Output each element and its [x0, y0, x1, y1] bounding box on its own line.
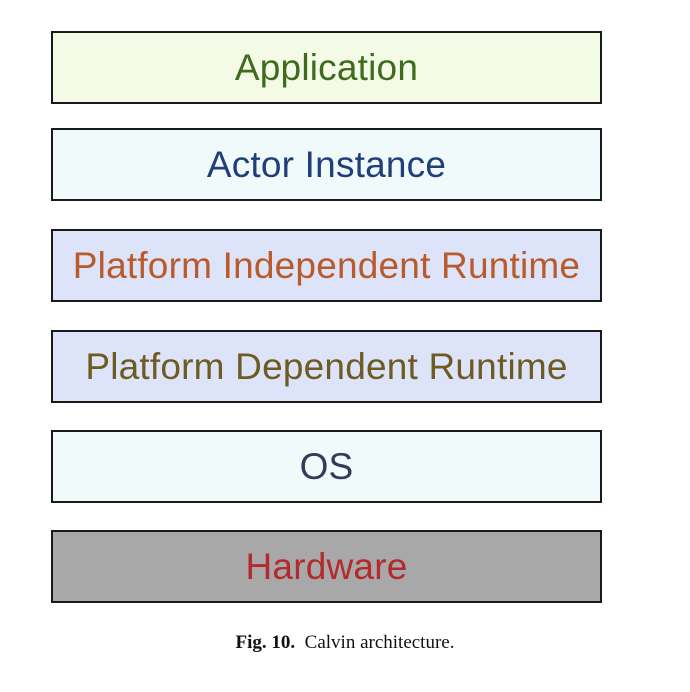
- layer-os: OS: [51, 430, 602, 503]
- figure-caption: Fig. 10. Calvin architecture.: [0, 632, 690, 654]
- layer-label-application: Application: [234, 46, 419, 88]
- layer-label-platform-independent-runtime: Platform Independent Runtime: [72, 244, 581, 286]
- layer-platform-independent-runtime: Platform Independent Runtime: [51, 229, 602, 302]
- layer-label-platform-dependent-runtime: Platform Dependent Runtime: [85, 345, 568, 387]
- layer-label-actor-instance: Actor Instance: [206, 143, 447, 185]
- layer-label-hardware: Hardware: [245, 545, 408, 587]
- layer-hardware: Hardware: [51, 530, 602, 603]
- layer-actor-instance: Actor Instance: [51, 128, 602, 201]
- layer-label-os: OS: [299, 445, 354, 487]
- layer-application: Application: [51, 31, 602, 104]
- layer-platform-dependent-runtime: Platform Dependent Runtime: [51, 330, 602, 403]
- figure-number: Fig. 10.: [235, 632, 296, 653]
- figure-caption-text: Calvin architecture.: [304, 632, 455, 653]
